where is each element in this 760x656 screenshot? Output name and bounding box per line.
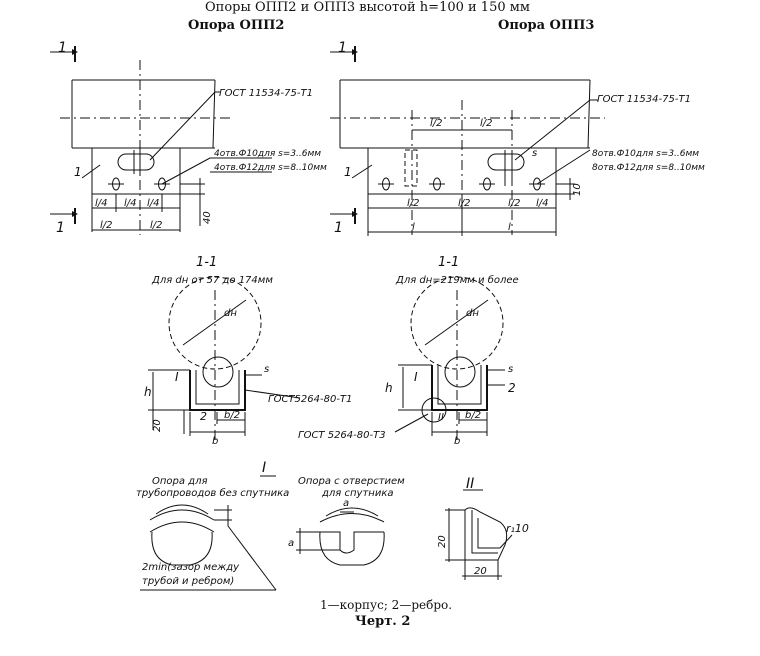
section-right-s: s bbox=[508, 364, 513, 375]
section-right-mark-II: II bbox=[438, 412, 444, 423]
top-right-dim-b: l/2 bbox=[458, 198, 471, 209]
section-right-title: 1-1 bbox=[438, 255, 459, 270]
detail-I-a-side: a bbox=[288, 538, 294, 549]
section-left-subtitle: Для dн от 57 до 174мм bbox=[151, 275, 273, 286]
detail-I-a-top: a bbox=[343, 498, 349, 509]
section-right-b-half: b/2 bbox=[465, 410, 481, 421]
top-right-gost: ГОСТ 11534-75-Т1 bbox=[597, 94, 691, 105]
section-left-pos-2: 2 bbox=[200, 410, 207, 423]
detail-I-right-caption-1: Опора с отверстием bbox=[298, 476, 405, 487]
top-right-dim-l-b: l bbox=[508, 222, 511, 233]
detail-I-left-caption-2: трубопроводов без спутника bbox=[136, 487, 289, 499]
top-right-holes-1: 8отв.Ф10для s=3..6мм bbox=[592, 149, 699, 159]
detail-I-right-caption-2: для спутника bbox=[321, 488, 393, 499]
top-left-dim-l4-a: l/4 bbox=[95, 198, 108, 209]
top-left-dim-l4-c: l/4 bbox=[147, 198, 160, 209]
top-left-holes-2: 4отв.Ф12для s=8..10мм bbox=[214, 163, 327, 173]
section-right-gost: ГОСТ 5264-80-Т3 bbox=[298, 430, 386, 441]
section-left-mark-I: I bbox=[175, 370, 179, 384]
detail-II-dim-v: 20 bbox=[437, 535, 448, 548]
section-mark-top-left: 1 bbox=[58, 40, 67, 56]
section-right-view bbox=[394, 276, 505, 440]
detail-I-note-1: 2min(зазор между bbox=[142, 562, 240, 573]
section-right-mark-I: I bbox=[414, 370, 418, 384]
top-right-dim-d: l/4 bbox=[536, 198, 549, 209]
section-left-dn: dн bbox=[224, 308, 237, 319]
top-right-dim-l-a: l bbox=[412, 222, 415, 233]
right-support-caption: Опора ОПП3 bbox=[498, 18, 595, 33]
top-left-dim-l4-b: l/4 bbox=[124, 198, 137, 209]
top-left-dim-l2-a: l/2 bbox=[100, 220, 113, 231]
section-left-h: h bbox=[144, 385, 152, 399]
detail-II-dim-h: 20 bbox=[474, 566, 487, 577]
detail-I-left-caption-1: Опора для bbox=[152, 476, 208, 487]
section-left-b: b bbox=[212, 436, 218, 447]
section-mark-bottom-left: 1 bbox=[56, 220, 65, 236]
top-left-holes-1: 4отв.Ф10для s=3..6мм bbox=[214, 149, 321, 159]
top-right-top-dim-b: l/2 bbox=[480, 118, 493, 129]
top-left-view bbox=[50, 46, 272, 235]
section-right-b: b bbox=[454, 436, 460, 447]
top-left-gost: ГОСТ 11534-75-Т1 bbox=[219, 88, 313, 99]
legend: 1—корпус; 2—ребро. bbox=[320, 598, 453, 612]
section-right-pos-2: 2 bbox=[508, 381, 516, 395]
left-support-caption: Опора ОПП2 bbox=[188, 18, 285, 33]
top-right-pos-1: 1 bbox=[344, 165, 352, 179]
section-right-h: h bbox=[385, 381, 393, 395]
detail-I-view bbox=[140, 475, 385, 591]
detail-I-label: I bbox=[262, 460, 266, 476]
top-left-dim-40: 40 bbox=[202, 211, 213, 224]
figure-label: Черт. 2 bbox=[355, 614, 411, 629]
section-right-subtitle: Для dн=219мм и более bbox=[395, 274, 519, 286]
detail-II-view bbox=[445, 489, 513, 580]
section-right-dn: dн bbox=[466, 308, 479, 319]
detail-II-radius: r₁10 bbox=[506, 522, 529, 535]
section-left-title: 1-1 bbox=[196, 255, 217, 270]
top-right-s: s bbox=[532, 148, 537, 159]
top-left-pos-1: 1 bbox=[74, 165, 82, 179]
section-left-gost: ГОСТ5264-80-Т1 bbox=[268, 394, 352, 405]
top-right-view bbox=[330, 46, 605, 236]
drawing-title: Опоры ОПП2 и ОПП3 высотой h=100 и 150 мм bbox=[205, 0, 530, 15]
top-right-top-dim-a: l/2 bbox=[430, 118, 443, 129]
section-left-s: s bbox=[264, 364, 269, 375]
top-right-dim-a: l/2 bbox=[407, 198, 420, 209]
detail-I-note-2: трубой и ребром) bbox=[142, 575, 234, 587]
section-left-b-half: b/2 bbox=[224, 410, 240, 421]
top-right-holes-2: 8отв.Ф12для s=8..10мм bbox=[592, 163, 705, 173]
section-mark-top-right: 1 bbox=[338, 40, 347, 56]
section-mark-bottom-right: 1 bbox=[334, 220, 343, 236]
detail-II-label: II bbox=[466, 476, 474, 492]
section-left-dim-20: 20 bbox=[152, 419, 163, 432]
top-right-dim-10: 10 bbox=[572, 183, 583, 196]
top-left-dim-l2-b: l/2 bbox=[150, 220, 163, 231]
section-left-view bbox=[148, 276, 301, 440]
top-right-dim-c: l/2 bbox=[508, 198, 521, 209]
